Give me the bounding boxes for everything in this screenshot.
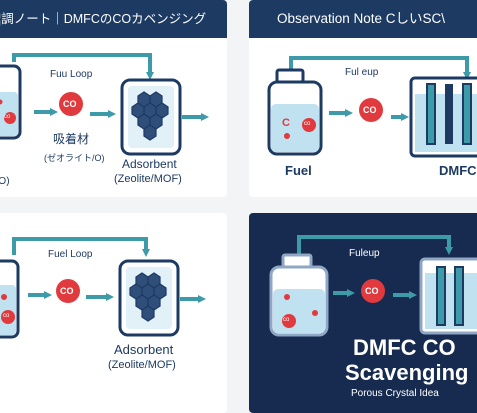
electrode-mid <box>445 84 453 144</box>
panel3-diagram <box>0 237 206 339</box>
adsorbent-jp-label: 吸着材 <box>53 132 90 146</box>
co-small-c: C <box>282 117 290 129</box>
co-small-label: co <box>3 313 10 319</box>
fuel-loop-arrow <box>12 53 154 80</box>
electrode-left <box>426 83 436 145</box>
co-molecule <box>361 279 385 303</box>
fuel-label: Fuel <box>285 163 312 178</box>
panel-jp-note: ¦調ノート｜DMFCのCOカベンジング <box>0 0 227 197</box>
panel-fuel-loop: Fuel Loop CO co o Adsorbent (Zeolite/MOF… <box>0 213 227 413</box>
electrode-left <box>436 266 446 326</box>
co-small-label: co <box>283 317 290 323</box>
electrode-right <box>462 83 472 145</box>
electrode-right <box>454 266 464 326</box>
adsorbent-label: Adsorbent <box>114 342 174 357</box>
co-molecule <box>56 279 80 303</box>
fuel-loop-arrow <box>12 237 150 257</box>
panel-header: Observation Note CしいSC\ <box>249 0 477 38</box>
loop-label: Ful eup <box>345 67 379 78</box>
co-label: CO <box>363 105 377 115</box>
fuel-tank-cap <box>275 68 305 84</box>
fuel-loop-arrow <box>297 235 453 255</box>
adsorbent-label: Adsorbent <box>122 157 177 171</box>
title-line1: DMFC CO <box>353 335 456 360</box>
co-label: CO <box>60 286 74 296</box>
loop-label: Fuleup <box>349 248 380 259</box>
co-molecule <box>359 98 383 122</box>
co-bubble-small <box>4 112 16 124</box>
panel1-diagram <box>0 53 209 156</box>
panel2-diagram <box>267 56 477 158</box>
co-small-label: co <box>4 114 11 120</box>
title-line2: Scavenging <box>345 360 469 385</box>
zeolite-crystals <box>129 272 167 322</box>
adsorbent-sub: (Zeolite/MOF) <box>114 173 182 185</box>
co-molecule <box>59 92 83 116</box>
fuel-tank-cap <box>281 253 313 269</box>
fuel-liquid <box>271 104 319 152</box>
zeolite-crystals <box>131 91 169 141</box>
loop-label: Fuel Loop <box>48 249 93 260</box>
panel-dmfc-title: Fuleup CO co DMFC CO Scavenging Porous C… <box>249 213 477 413</box>
co-label: CO <box>63 99 77 109</box>
adsorbent-sub: (Zeolite/MOF) <box>108 359 176 371</box>
loop-label: Fuu Loop <box>50 69 93 80</box>
co-bubble-tiny <box>0 99 3 105</box>
dmfc-label: DMFC <box>439 163 477 178</box>
adsorbent-jp-sub: (ゼオライト/O) <box>44 153 105 163</box>
fuel-loop-arrow <box>289 56 471 80</box>
co-label: CO <box>365 286 379 296</box>
co-small-label: co <box>304 121 311 127</box>
panel-header: ¦調ノート｜DMFCのCOカベンジング <box>0 0 227 38</box>
panel4-diagram <box>269 235 477 337</box>
panel-observation-note: Observation Note CしいSC\ Ful eup CO C co … <box>249 0 477 197</box>
fuel-jp-sub: (H₂O) <box>0 176 10 187</box>
subtitle: Porous Crystal Idea <box>351 388 439 399</box>
